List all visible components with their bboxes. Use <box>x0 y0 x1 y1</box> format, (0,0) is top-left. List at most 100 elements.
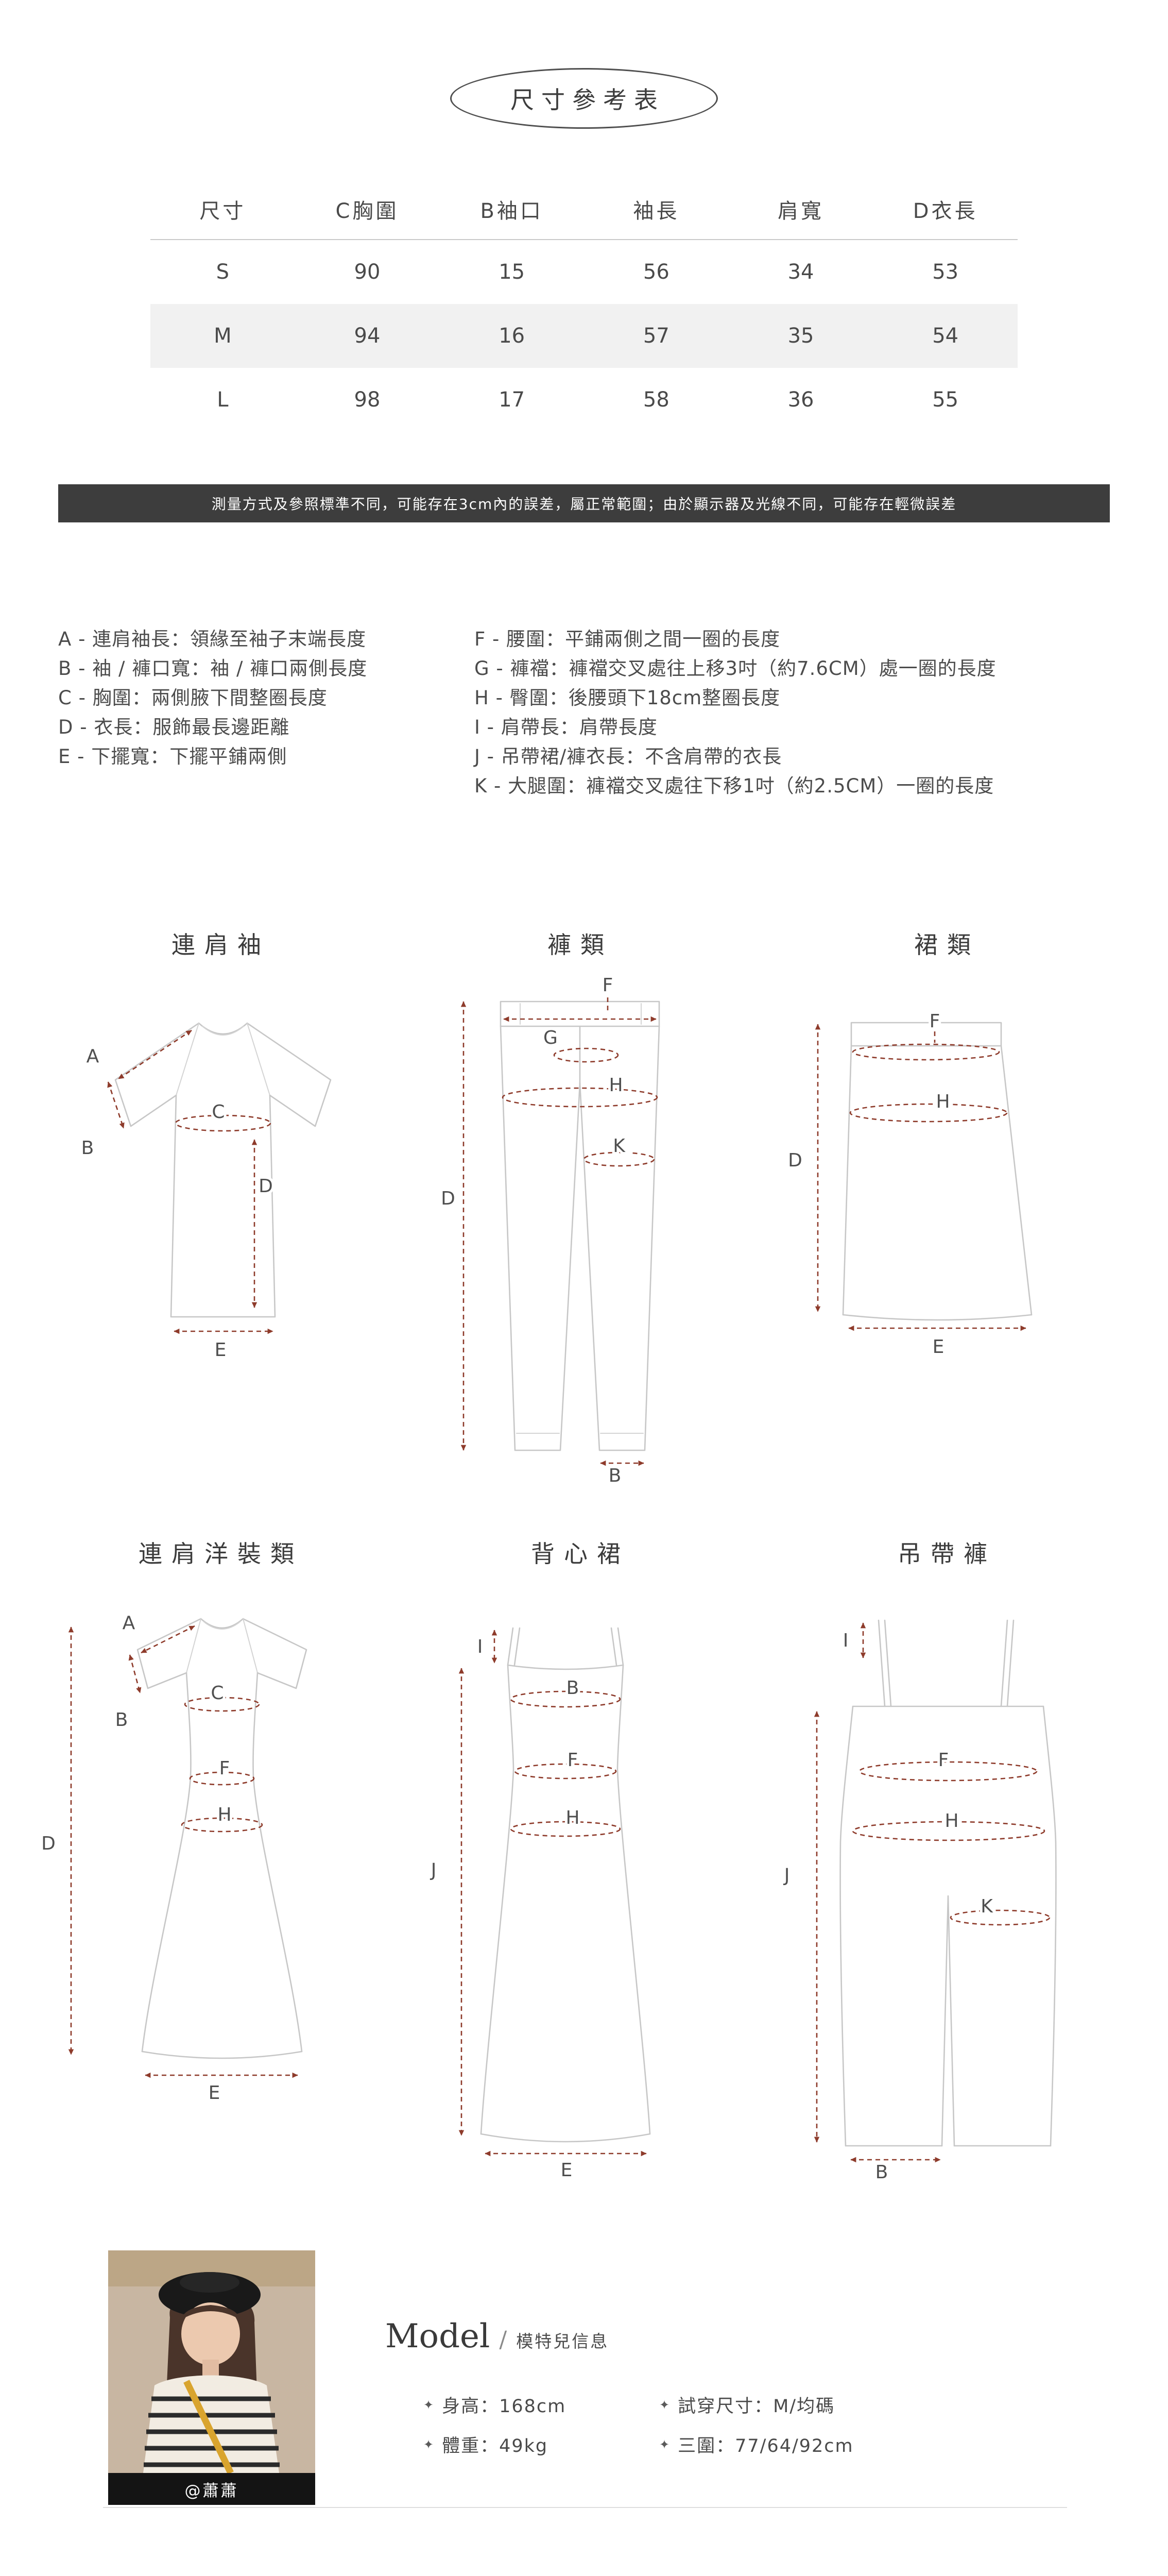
measure-label-F: F <box>930 1011 940 1032</box>
cell: 90 <box>354 260 381 284</box>
striped-shirt <box>143 2375 279 2473</box>
measure-legend-right: F - 腰圍：平鋪兩側之間一圈的長度 G - 褲襠：褲襠交叉處往上移3吋（約7.… <box>474 624 997 801</box>
cell: 17 <box>499 388 525 412</box>
legend-line: F - 腰圍：平鋪兩側之間一圈的長度 <box>474 628 781 650</box>
cell: 57 <box>643 324 669 348</box>
bag-strap <box>183 2380 234 2475</box>
measure-label-I: I <box>477 1636 483 1657</box>
star-bullet-icon: ✦ <box>659 2397 671 2412</box>
legend-line: K - 大腿圍：褲襠交叉處往下移1吋（約2.5CM）一圈的長度 <box>474 775 994 797</box>
legend-line: E - 下擺寬：下擺平鋪兩側 <box>58 745 287 768</box>
measurement-marks: A B C D E <box>79 1029 276 1363</box>
diagram-vest-dress: I B F H J E <box>427 1627 651 2179</box>
legend-line: J - 吊帶裙/褲衣長：不含肩帶的衣長 <box>474 745 782 768</box>
header-cell-size: 尺寸 <box>199 199 246 223</box>
measure-label-E: E <box>561 2160 573 2179</box>
disclaimer-bar: 測量方式及參照標準不同，可能存在3cm內的誤差，屬正常範圍；由於顯示器及光線不同… <box>58 484 1110 522</box>
model-photo-illustration <box>108 2250 315 2475</box>
measure-label-H: H <box>565 1807 579 1828</box>
detail-fit-size: ✦ 試穿尺寸：M/均碼 <box>659 2392 854 2418</box>
measure-label-D: D <box>441 1188 455 1209</box>
measure-label-B: B <box>81 1138 94 1159</box>
cell: M <box>214 324 232 348</box>
measure-label-C: C <box>212 1101 225 1123</box>
measure-label-B: B <box>115 1709 128 1731</box>
garment-outline <box>842 1022 1033 1321</box>
measure-label-H: H <box>609 1075 623 1096</box>
garment-outline <box>480 1627 651 2143</box>
cell: L <box>217 388 229 412</box>
measure-label-E: E <box>209 2082 220 2104</box>
measurement-marks: F G H K D B <box>438 972 658 1484</box>
measurement-marks: A B C F H D E <box>39 1610 298 2106</box>
detail-measurements: ✦ 三圍：77/64/92cm <box>659 2431 854 2458</box>
model-handle: @蕭蕭 <box>184 2481 239 2500</box>
bottom-divider <box>103 2507 1067 2508</box>
size-table-header-row: 尺寸 C胸圍 B袖口 袖長 肩寬 D衣長 <box>150 179 1018 240</box>
size-table: 尺寸 C胸圍 B袖口 袖長 肩寬 D衣長 S 90 15 56 34 53 M … <box>150 179 1018 432</box>
cell: 54 <box>932 324 959 348</box>
measure-label-B: B <box>875 2162 888 2183</box>
cell: 36 <box>787 388 814 412</box>
cell: 16 <box>499 324 525 348</box>
measure-label-A: A <box>87 1046 99 1067</box>
diagram-title-raglan-tee: 連肩袖 <box>171 931 270 959</box>
cell: 94 <box>354 324 381 348</box>
cell: 56 <box>643 260 669 284</box>
cell: 34 <box>787 260 814 284</box>
diagram-skirt: F H D E <box>785 1008 1033 1360</box>
star-bullet-icon: ✦ <box>423 2397 435 2412</box>
detail-height: ✦ 身高：168cm <box>423 2392 659 2418</box>
measure-label-A: A <box>123 1613 135 1634</box>
measure-label-F: F <box>219 1758 230 1779</box>
model-heading-slash: / <box>499 2327 507 2353</box>
cell: 15 <box>499 260 525 284</box>
model-heading-word: Model <box>385 2317 490 2355</box>
diagram-title-vest-dress: 背心裙 <box>531 1540 630 1568</box>
header-cell-cuff: B袖口 <box>480 199 543 223</box>
measure-label-J: J <box>783 1865 790 1886</box>
measure-label-I: I <box>843 1630 849 1651</box>
cell: 55 <box>932 388 959 412</box>
table-row-l: L 98 17 58 36 55 <box>150 368 1018 432</box>
measure-label-F: F <box>568 1750 578 1771</box>
measure-label-F: F <box>603 975 613 996</box>
diagram-overalls: I F H K J B <box>781 1619 1057 2184</box>
measurement-marks: I B F H J E <box>427 1630 647 2179</box>
legend-line: A - 連肩袖長：領緣至袖子末端長度 <box>58 628 367 650</box>
measurement-marks: F H D E <box>785 1008 1026 1360</box>
detail-text: 身高：168cm <box>442 2396 566 2417</box>
star-bullet-icon: ✦ <box>659 2437 671 2452</box>
cell: S <box>216 260 230 284</box>
model-heading-subtitle: 模特兒信息 <box>516 2331 609 2351</box>
cell: 53 <box>932 260 959 284</box>
measure-label-E: E <box>933 1336 944 1358</box>
garment-outline <box>839 1619 1057 2147</box>
measure-label-B: B <box>566 1677 579 1699</box>
diagram-title-skirt: 裙類 <box>914 931 980 959</box>
measure-label-D: D <box>788 1150 802 1171</box>
detail-weight: ✦ 體重：49kg <box>423 2431 659 2458</box>
measure-label-C: C <box>211 1683 224 1704</box>
measure-label-K: K <box>981 1896 993 1917</box>
cell: 35 <box>787 324 814 348</box>
legend-line: B - 袖 / 褲口寬：袖 / 褲口兩側長度 <box>58 657 368 680</box>
detail-text: 試穿尺寸：M/均碼 <box>678 2396 835 2417</box>
legend-line: D - 衣長：服飾最長邊距離 <box>58 716 290 738</box>
header-cell-length: D衣長 <box>913 199 978 223</box>
model-photo: @蕭蕭 <box>108 2250 315 2505</box>
diagram-raglan-dress: A B C F H D E <box>39 1610 307 2106</box>
garment-outline <box>114 1022 332 1318</box>
model-details: ✦ 身高：168cm ✦ 試穿尺寸：M/均碼 ✦ 體重：49kg ✦ 三圍：77… <box>423 2392 854 2458</box>
measure-label-H: H <box>217 1804 231 1825</box>
measure-label-D: D <box>259 1176 273 1197</box>
detail-text: 體重：49kg <box>442 2436 548 2456</box>
measure-label-K: K <box>613 1136 626 1157</box>
legend-line: H - 臀圍：後腰頭下18cm整圈長度 <box>474 687 781 709</box>
diagram-title-raglan-dress: 連肩洋裝類 <box>139 1540 303 1568</box>
face <box>181 2302 240 2365</box>
legend-line: I - 肩帶長：肩帶長度 <box>474 716 658 738</box>
cell: 58 <box>643 388 669 412</box>
disclaimer-text: 測量方式及參照標準不同，可能存在3cm內的誤差，屬正常範圍；由於顯示器及光線不同… <box>211 496 957 513</box>
